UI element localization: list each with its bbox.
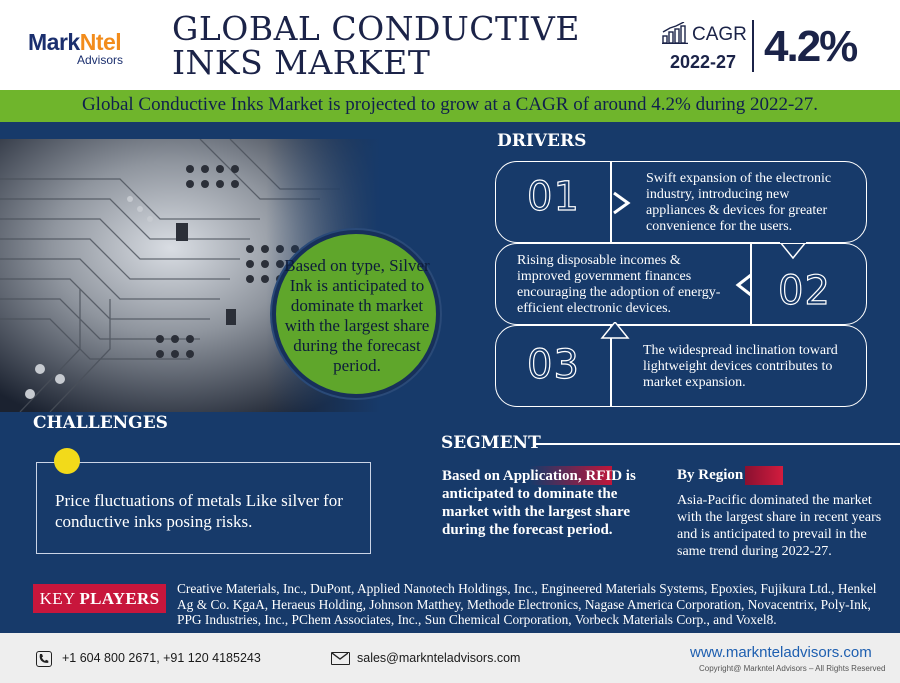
- company-logo[interactable]: MarkNtel Advisors: [28, 30, 123, 67]
- logo-wordmark: MarkNtel: [28, 30, 123, 54]
- driver-card-2: [495, 243, 867, 325]
- driver-number-3: 03: [526, 341, 580, 388]
- cagr-value: 4.2%: [764, 22, 858, 71]
- segment-region-text: Asia-Pacific dominated the market with t…: [677, 493, 882, 559]
- footer: [0, 633, 900, 683]
- key-players-label: KEY PLAYERS: [33, 584, 166, 613]
- challenge-card: [36, 462, 371, 554]
- challenge-text: Price fluctuations of metals Like silver…: [55, 491, 343, 531]
- cagr-years: 2022-27: [670, 52, 737, 72]
- driver-card-3: [495, 325, 867, 407]
- header: MarkNtel Advisors GLOBAL CONDUCTIVE INKS…: [0, 0, 900, 90]
- highlight-circle: [272, 230, 440, 398]
- circuit-board-illustration: [0, 139, 380, 412]
- driver-text-2: Rising disposable incomes & improved gov…: [517, 253, 721, 316]
- segment-region-heading: By Region: [677, 467, 744, 483]
- copyright-text: Copyright@ Markntel Advisors – All Right…: [699, 664, 886, 673]
- title-line-1: GLOBAL CONDUCTIVE: [172, 9, 580, 48]
- bar-chart-icon: [662, 22, 688, 44]
- circuit-board-image: [0, 139, 380, 412]
- headline-banner: Global Conductive Inks Market is project…: [0, 90, 900, 122]
- challenges-heading: CHALLENGES: [33, 413, 168, 433]
- chevron-right-icon: [613, 191, 631, 215]
- logo-subtitle: Advisors: [77, 53, 124, 67]
- mail-icon: [331, 652, 350, 665]
- driver-text-1: Swift expansion of the electronic indust…: [646, 171, 832, 234]
- phone-numbers[interactable]: +1 604 800 2671, +91 120 4185243: [62, 651, 261, 665]
- logo-part2: Ntel: [79, 29, 122, 55]
- driver-card-1: [495, 161, 867, 243]
- key-players-text: Creative Materials, Inc., DuPont, Applie…: [177, 581, 877, 627]
- segment-accent-bar-1: [530, 466, 612, 485]
- driver-divider-3: [610, 325, 612, 407]
- driver-number-1: 01: [526, 173, 580, 220]
- drivers-heading: DRIVERS: [497, 131, 587, 151]
- segment-application-text: Based on Application, RFID is anticipate…: [442, 468, 636, 538]
- cagr-divider: [752, 20, 754, 72]
- cagr-box: CAGR 2022-27: [662, 18, 752, 78]
- segment-accent-bar-2: [745, 466, 783, 485]
- driver-number-2: 02: [777, 267, 831, 314]
- key-players-label-2: PLAYERS: [79, 589, 160, 608]
- pointer-notch-3: [600, 322, 630, 339]
- email-link[interactable]: sales@marknteladvisors.com: [357, 651, 521, 665]
- segment-divider: [536, 443, 900, 445]
- driver-divider-2: [750, 243, 752, 325]
- website-link[interactable]: www.marknteladvisors.com: [690, 644, 872, 661]
- pointer-notch-1: [779, 242, 807, 260]
- segment-heading: SEGMENT: [441, 433, 541, 453]
- phone-icon: [36, 651, 52, 667]
- driver-text-3: The widespread inclination toward lightw…: [643, 343, 838, 390]
- banner-text: Global Conductive Inks Market is project…: [81, 94, 819, 115]
- cagr-label: CAGR: [692, 24, 747, 45]
- driver-divider-1: [610, 161, 612, 243]
- logo-part1: Mark: [28, 29, 80, 55]
- bullet-dot-icon: [54, 448, 80, 474]
- chevron-left-icon: [735, 273, 752, 297]
- title-line-2: INKS MARKET: [172, 43, 431, 82]
- key-players-label-1: KEY: [39, 589, 75, 608]
- highlight-text: Based on type, Silver Ink is anticipated…: [284, 256, 430, 375]
- page-title: GLOBAL CONDUCTIVE INKS MARKET: [172, 12, 580, 80]
